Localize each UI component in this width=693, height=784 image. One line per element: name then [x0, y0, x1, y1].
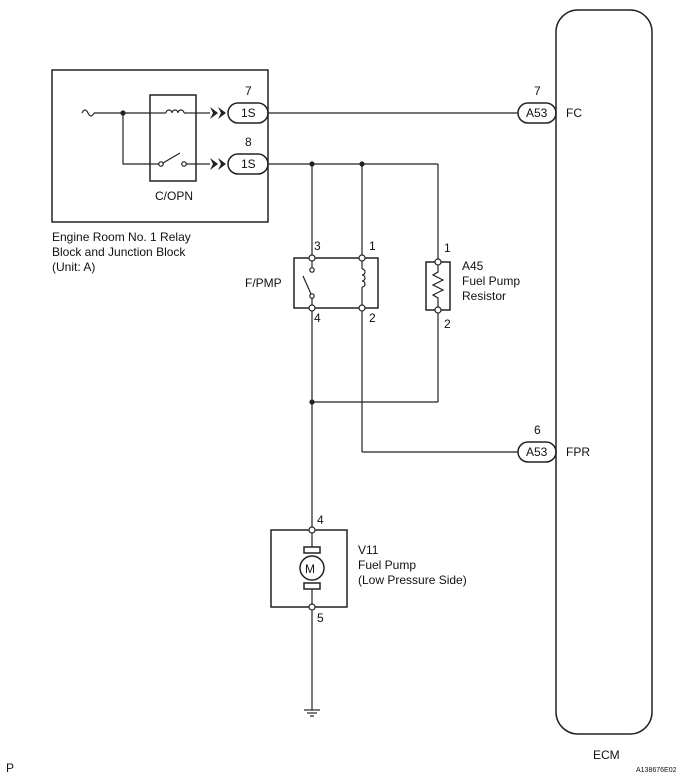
relay-block-title-line: (Unit: A) [52, 260, 95, 274]
arrow-icon [210, 158, 218, 170]
fuel-pump-name-line: Fuel Pump [358, 558, 416, 572]
pin-number: 3 [314, 239, 321, 253]
ecm-signal-label: FPR [566, 445, 590, 459]
fpmp-relay-box [293, 257, 379, 309]
pin-number: 7 [534, 84, 541, 98]
arrow-icon [218, 158, 226, 170]
relay-block-title-line: Block and Junction Block [52, 245, 186, 259]
motor-symbol: M [305, 562, 315, 576]
fuel-pump-code: V11 [358, 543, 379, 557]
resistor-icon [431, 265, 445, 307]
fpmp-coil-icon [361, 268, 366, 288]
footer-mark: P [6, 761, 14, 775]
copn-relay-box [149, 94, 197, 182]
figure-id: A138676E02 [636, 767, 677, 774]
connector-code: 1S [241, 106, 256, 120]
relay-switch-icon [162, 152, 181, 164]
connector-code: 1S [241, 157, 256, 171]
arrow-icon [210, 107, 218, 119]
pin-number: 7 [245, 84, 252, 98]
pin-number: 6 [534, 423, 541, 437]
connector-code: A53 [526, 445, 548, 459]
copn-label: C/OPN [155, 189, 193, 203]
ecm-connector-fc [517, 102, 557, 124]
resistor-code: A45 [462, 259, 484, 273]
pin-number: 2 [444, 317, 451, 331]
ecm-signal-label: FC [566, 106, 582, 120]
connector-code: A53 [526, 106, 548, 120]
relay-block-title-line: Engine Room No. 1 Relay [52, 230, 191, 244]
fpmp-label: F/PMP [245, 276, 282, 290]
ecm-label: ECM [593, 748, 620, 762]
pin-number: 2 [369, 311, 376, 325]
fuse-icon [81, 109, 95, 117]
pin-number: 5 [317, 611, 324, 625]
pin-number: 4 [314, 311, 321, 325]
motor-icon [299, 555, 325, 581]
pin-number: 1 [444, 241, 451, 255]
pin-number: 1 [369, 239, 376, 253]
fpmp-switch-icon [302, 275, 312, 295]
fuel-pump-name-line: (Low Pressure Side) [358, 573, 467, 587]
relay-block-border [51, 69, 269, 223]
resistor-name-line: Fuel Pump [462, 274, 520, 288]
pin-number: 8 [245, 135, 252, 149]
ecm-box [555, 9, 653, 735]
pin-number: 4 [317, 513, 324, 527]
resistor-name-line: Resistor [462, 289, 506, 303]
ecm-connector-fpr [517, 441, 557, 463]
relay-coil-icon [165, 109, 185, 114]
arrow-icon [218, 107, 226, 119]
